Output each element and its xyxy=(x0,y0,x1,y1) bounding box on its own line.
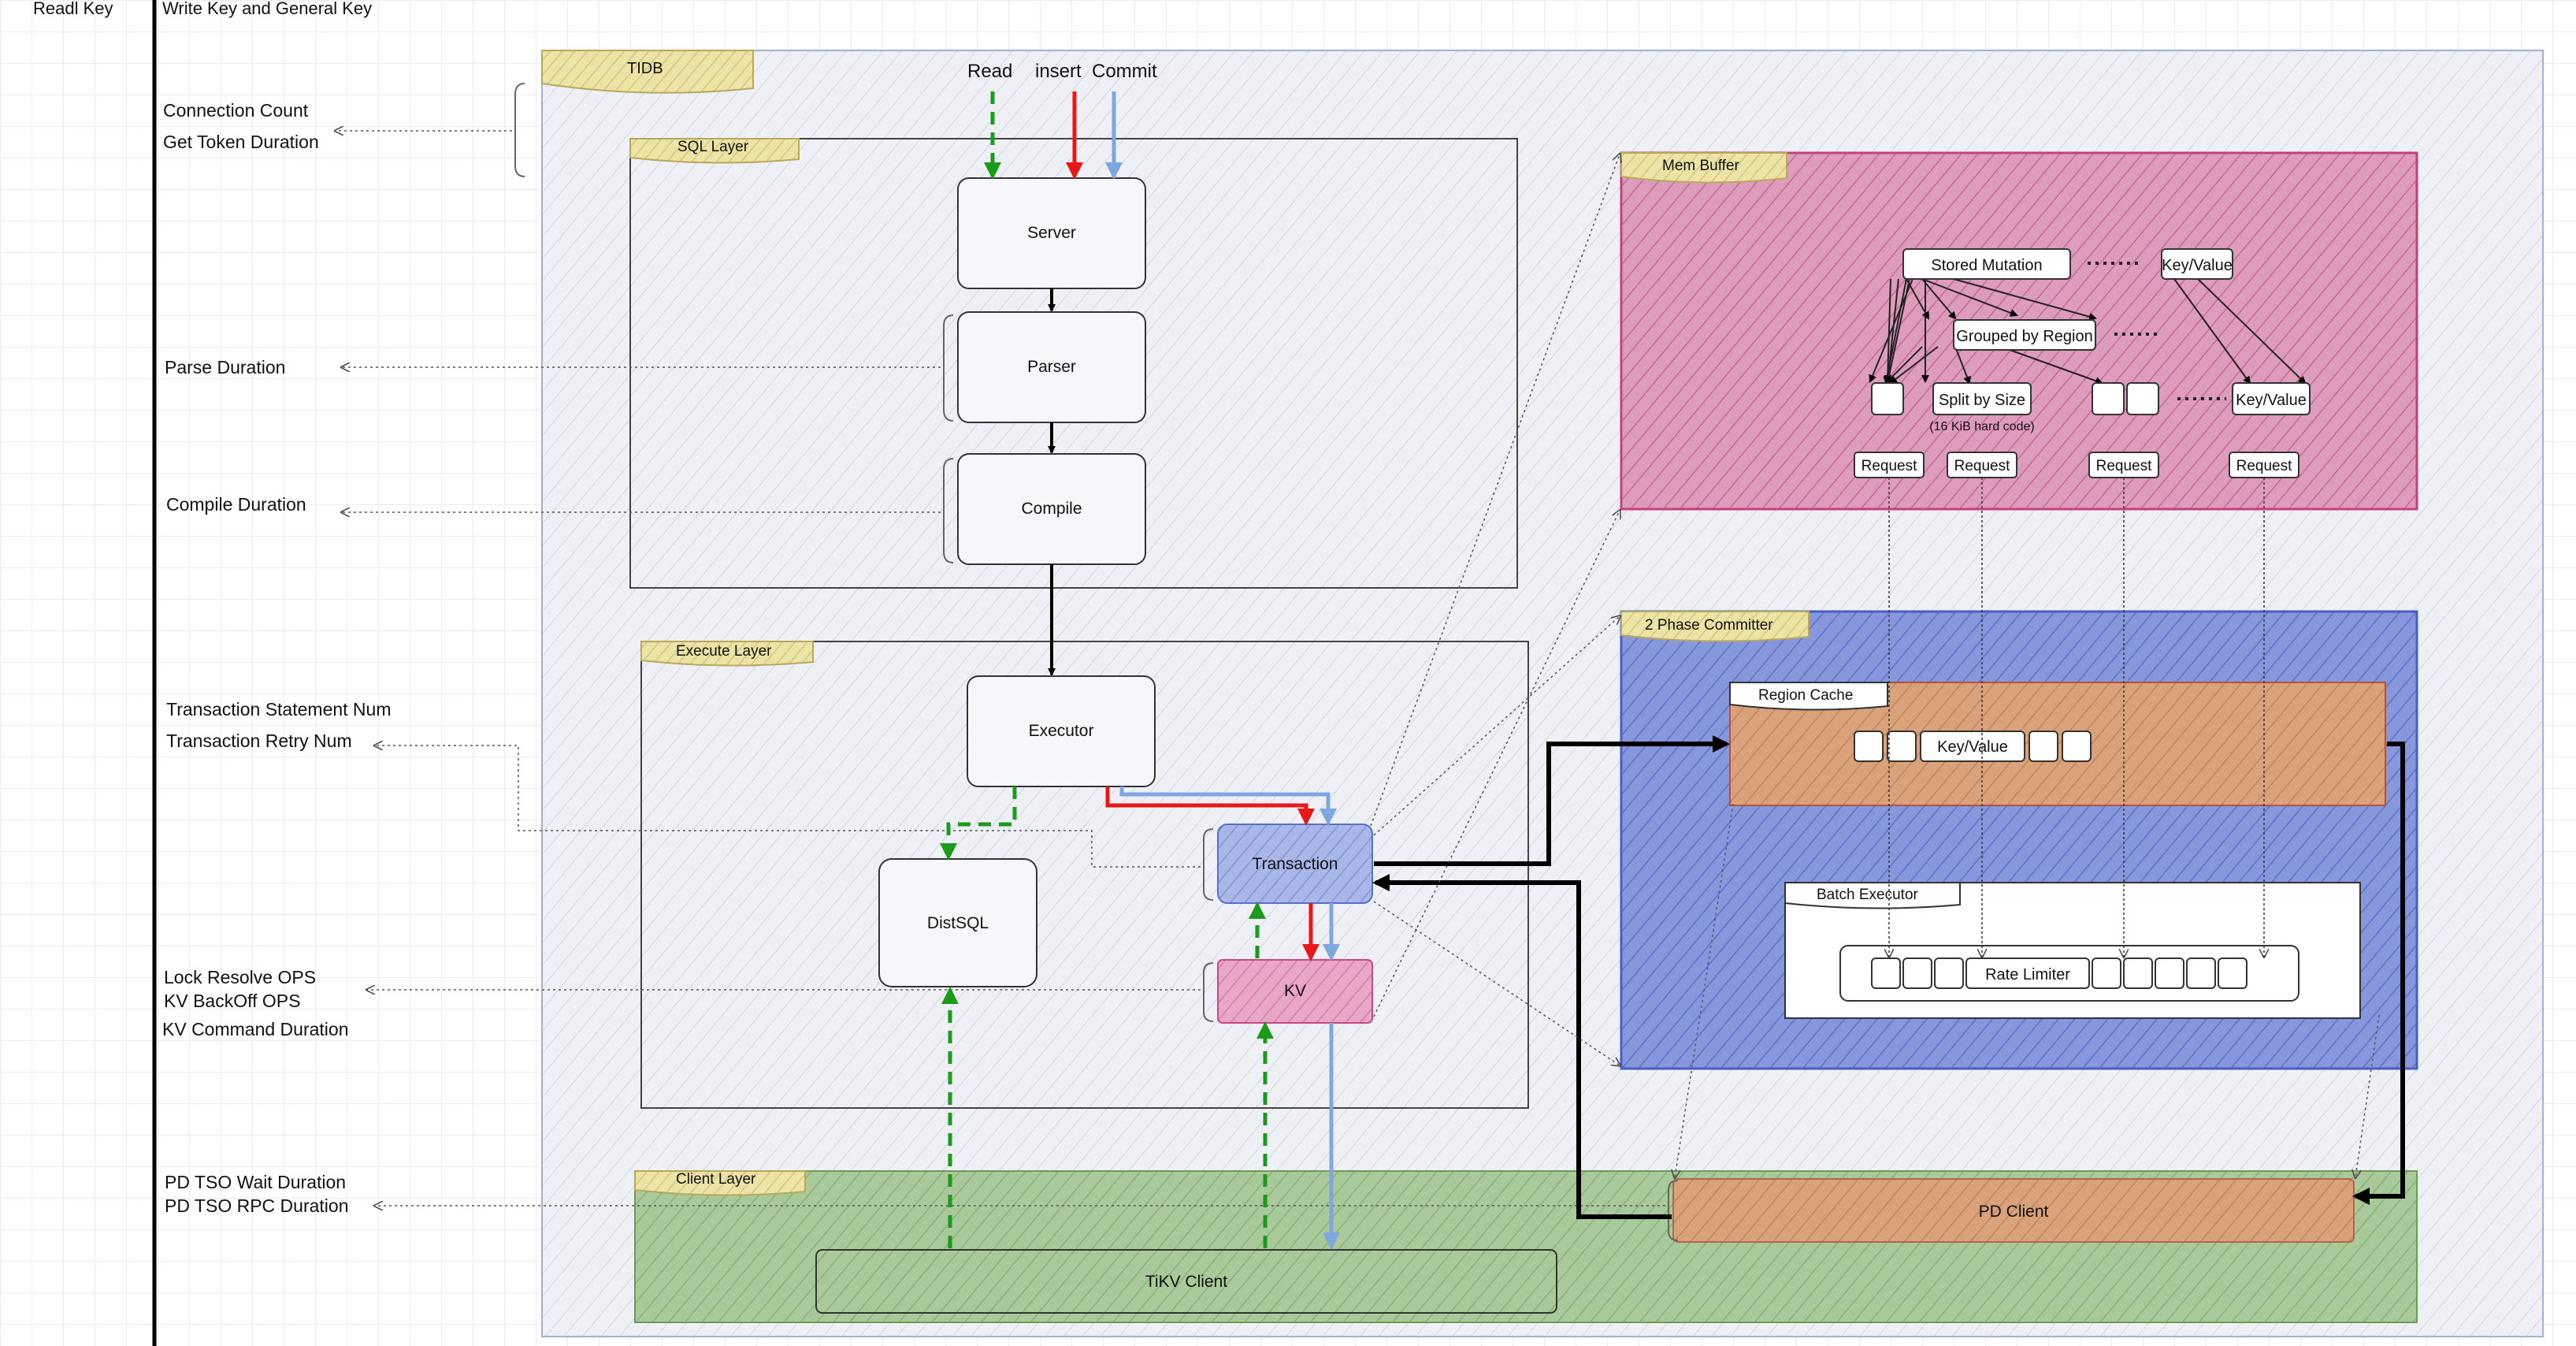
grouped-by-region-label: Grouped by Region xyxy=(1956,328,2092,345)
mem-buffer-label: Mem Buffer xyxy=(1662,158,1740,174)
membuffer-cell-c xyxy=(2126,382,2159,415)
request-label-4: Request xyxy=(2236,458,2292,474)
membuffer-cell-a xyxy=(1871,382,1904,415)
region-cache-kv-label: Key/Value xyxy=(1937,738,2008,756)
read-key-label: Readl Key xyxy=(33,0,113,18)
thin-dotted-connectors xyxy=(1370,154,2380,1177)
tikv-client-node xyxy=(815,1249,1557,1314)
client-layer-label: Client Layer xyxy=(676,1171,756,1188)
server-label: Server xyxy=(1027,224,1076,242)
transaction-node xyxy=(1217,824,1373,904)
kv-node xyxy=(1217,959,1373,1024)
split-by-size-note: (16 KiB hard code) xyxy=(1929,420,2034,433)
metric-pd-tso-wait-duration: PD TSO Wait Duration xyxy=(165,1172,346,1192)
pd-client-to-transaction-arrow xyxy=(1372,874,1672,1219)
request-to-batch-lines xyxy=(1889,478,2264,957)
flow-commit-label: Commit xyxy=(1092,61,1157,82)
executor-to-distsql-arrow xyxy=(940,786,1017,861)
pd-client-label: PD Client xyxy=(1979,1203,2049,1221)
metric-kv-backoff-ops: KV BackOff OPS xyxy=(164,991,300,1011)
metric-parse-duration: Parse Duration xyxy=(165,357,285,377)
region-cache-tag xyxy=(1729,682,1888,711)
executor-to-transaction-blue-arrow xyxy=(1119,786,1337,826)
request-label-3: Request xyxy=(2096,458,2152,474)
region-cache-kv-cells xyxy=(1854,731,2092,762)
execute-layer-label: Execute Layer xyxy=(676,643,772,660)
metric-transaction-statement-num: Transaction Statement Num xyxy=(166,699,392,719)
write-key-label: Write Key and General Key xyxy=(162,0,372,18)
executor-node xyxy=(967,675,1156,787)
request-label-1: Request xyxy=(1861,458,1917,474)
committer-tag xyxy=(1620,611,1810,642)
kv-label: KV xyxy=(1284,982,1306,1000)
metric-lock-resolve-ops: Lock Resolve OPS xyxy=(164,967,316,987)
tidb-label: TIDB xyxy=(627,60,663,77)
metric-compile-duration: Compile Duration xyxy=(166,494,306,515)
metric-pointer-lines xyxy=(336,131,1665,1206)
membuffer-kv-box-1 xyxy=(2161,248,2233,280)
compile-label: Compile xyxy=(1021,500,1082,518)
execute-layer-tag xyxy=(640,641,814,667)
flow-insert-label: insert xyxy=(1035,61,1082,82)
transaction-to-region-cache-arrow xyxy=(1374,735,1730,866)
membuffer-kv-label-2: Key/Value xyxy=(2236,392,2307,409)
batch-executor-tag xyxy=(1784,882,1961,909)
mem-buffer-tag xyxy=(1620,152,1787,184)
batch-executor-label: Batch Executor xyxy=(1817,887,1919,903)
metric-connection-count: Connection Count xyxy=(163,100,309,121)
membuffer-cell-b xyxy=(2092,382,2125,415)
split-by-size-label: Split by Size xyxy=(1939,392,2025,409)
region-cache-to-pd-client-arrow xyxy=(2352,742,2405,1205)
metric-get-token-duration: Get Token Duration xyxy=(163,132,319,152)
tidb-tag xyxy=(541,50,754,94)
committer-label: 2 Phase Committer xyxy=(1645,617,1773,634)
region-cache-label: Region Cache xyxy=(1758,687,1853,704)
tikv-client-label: TiKV Client xyxy=(1145,1273,1227,1291)
membuffer-arrows-left xyxy=(1869,278,1929,385)
execute-layer-container xyxy=(640,641,1529,1109)
metric-kv-command-duration: KV Command Duration xyxy=(162,1019,349,1039)
executor-label: Executor xyxy=(1029,722,1094,740)
membuffer-kv-box-2 xyxy=(2232,382,2311,415)
sql-layer-tag xyxy=(629,138,800,164)
stored-mutation-cells xyxy=(1902,248,2071,280)
split-by-size-box xyxy=(1932,382,2032,415)
executor-to-transaction-red-arrow xyxy=(1105,786,1315,826)
grouped-by-region-box xyxy=(1953,319,2096,351)
request-label-2: Request xyxy=(1954,458,2010,474)
rate-limiter-label: Rate Limiter xyxy=(1985,966,2070,983)
flow-read-label: Read xyxy=(967,61,1012,82)
rate-limiter-cells xyxy=(1871,957,2248,989)
stored-mutation-label: Stored Mutation xyxy=(1931,257,2042,274)
parser-label: Parser xyxy=(1027,358,1076,376)
distsql-label: DistSQL xyxy=(927,914,989,932)
client-layer-tag xyxy=(634,1170,806,1196)
metric-brackets xyxy=(514,83,1679,1241)
metric-pd-tso-rpc-duration: PD TSO RPC Duration xyxy=(165,1195,348,1216)
membuffer-kv-label-1: Key/Value xyxy=(2162,257,2233,274)
sql-layer-label: SQL Layer xyxy=(677,139,749,155)
transaction-label: Transaction xyxy=(1253,855,1338,873)
pd-client-node xyxy=(1672,1178,2355,1243)
metric-transaction-retry-num: Transaction Retry Num xyxy=(166,731,352,751)
